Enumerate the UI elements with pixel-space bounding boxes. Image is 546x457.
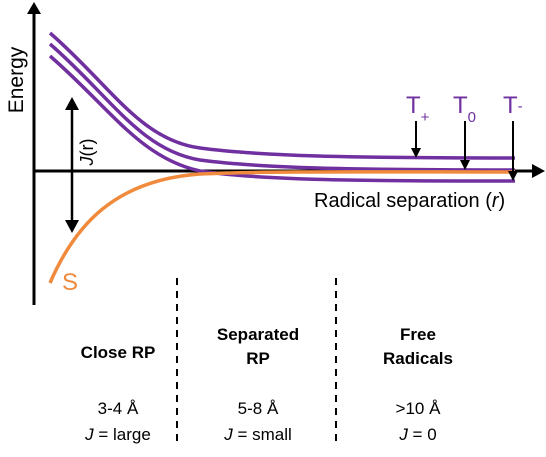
singlet-label: S	[62, 269, 78, 296]
region-coupling: J = large	[84, 425, 151, 444]
region-title-line: Separated	[217, 325, 299, 344]
region-coupling: J = 0	[398, 425, 436, 444]
region-free-radicals: Free Radicals >10 Å J = 0	[383, 325, 453, 444]
pointer-arrowhead-t-minus	[508, 171, 518, 181]
singlet-curve	[48, 170, 516, 284]
region-close-rp: Close RP 3-4 Å J = large	[81, 343, 156, 444]
triplet-curve-t-plus	[48, 31, 516, 160]
region-separated-rp: Separated RP 5-8 Å J = small	[217, 325, 299, 444]
y-axis-arrowhead	[27, 2, 41, 14]
triplet-curve-t-minus	[48, 54, 516, 183]
triplet-label-t-minus: T-	[503, 92, 523, 119]
coupling-arrowhead-up	[65, 97, 79, 110]
region-title-line: RP	[246, 349, 270, 368]
region-title-line: Radicals	[383, 349, 453, 368]
coupling-arrowhead-down	[65, 220, 79, 233]
coupling-label: J(r)	[77, 139, 97, 167]
triplet-label-t-plus: T+	[406, 92, 430, 126]
pointer-arrowhead-t-zero	[460, 160, 470, 170]
region-title-line: Close RP	[81, 343, 156, 362]
region-distance: 5-8 Å	[238, 399, 279, 418]
y-axis-label: Energy	[5, 46, 28, 113]
x-axis-arrowhead	[532, 164, 545, 178]
region-distance: 3-4 Å	[98, 399, 139, 418]
x-axis-label: Radical separation (r)	[314, 190, 505, 212]
region-title-line: Free	[400, 325, 436, 344]
region-distance: >10 Å	[396, 399, 442, 418]
triplet-curve-t-zero	[48, 42, 516, 172]
pointer-arrowhead-t-plus	[411, 148, 421, 158]
triplet-label-t-zero: T0	[453, 92, 476, 126]
region-coupling: J = small	[223, 425, 292, 444]
